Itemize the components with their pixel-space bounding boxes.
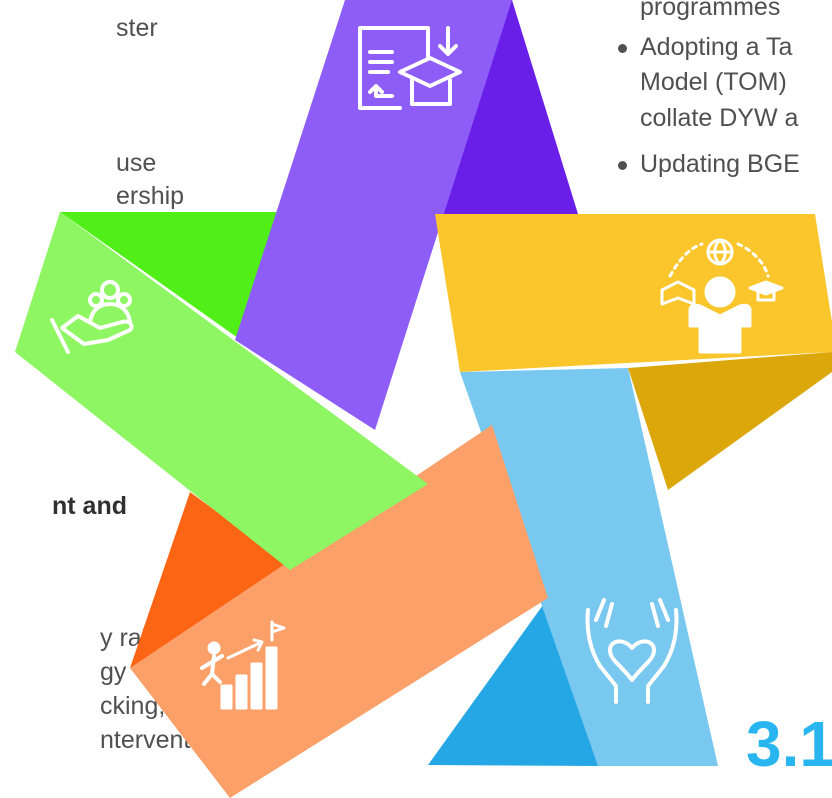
- orange-band: [130, 425, 548, 798]
- document-graduation-icon: [358, 26, 462, 110]
- left-text-line-1: ster: [116, 14, 158, 42]
- right-text-line-1: programmes: [640, 0, 781, 21]
- section-number: 3.1: [746, 708, 832, 780]
- blue-band: [460, 368, 718, 766]
- right-bullet-1-line-3: collate DYW a: [640, 104, 799, 132]
- right-bullet-1-line-2: Model (TOM): [640, 68, 787, 96]
- learner-globe-icon: [660, 238, 784, 354]
- green-band-fold: [60, 212, 283, 338]
- hand-people-icon: [50, 280, 134, 354]
- left-text-line-5: gy: [100, 658, 127, 686]
- left-text-line-3: ership: [116, 182, 185, 210]
- orange-band-fold: [130, 492, 300, 668]
- hands-heart-icon: [585, 598, 679, 704]
- climbing-growth-icon: [200, 620, 286, 710]
- left-text-line-2: use: [116, 149, 157, 177]
- yellow-band-fold: [628, 352, 832, 490]
- purple-band: [235, 0, 512, 430]
- right-bullet-2-line-1: Updating BGE: [618, 148, 800, 181]
- left-heading: nt and: [52, 492, 127, 520]
- right-bullet-1-line-1: Adopting a Ta: [617, 31, 792, 64]
